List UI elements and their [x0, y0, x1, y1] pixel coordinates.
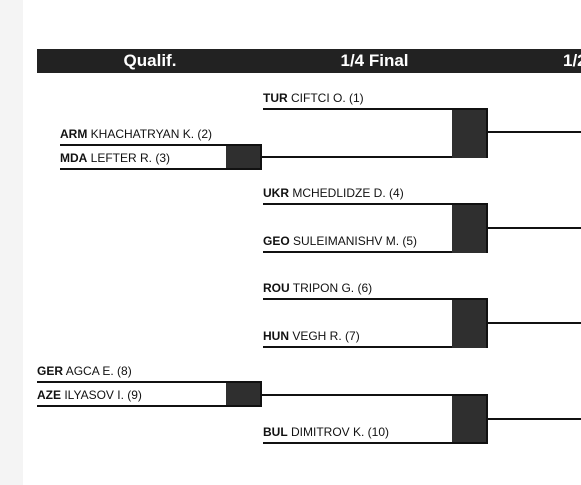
quarter-1-score-box	[452, 110, 488, 158]
quarter-1-top-entry: TUR CIFTCI O. (1)	[263, 86, 488, 110]
nation-code: BUL	[263, 425, 288, 439]
athlete-name: AGCA E. (8)	[65, 364, 132, 378]
quarter-4-bottom-entry: BUL DIMITROV K. (10)	[263, 420, 488, 444]
athlete-name: SULEIMANISHV M. (5)	[293, 234, 418, 248]
athlete-name: VEGH R. (7)	[292, 329, 360, 343]
athlete-name: MCHEDLIDZE D. (4)	[292, 186, 404, 200]
quarter-4-bracket-line	[486, 394, 488, 444]
qualif-2-top-entry: GER AGCA E. (8)	[37, 359, 262, 383]
nation-code: TUR	[263, 91, 288, 105]
quarter-2-bracket-line	[486, 203, 488, 253]
header-qualif: Qualif.	[123, 51, 177, 70]
qualif-1-connector	[260, 156, 264, 158]
athlete-name: DIMITROV K. (10)	[291, 425, 390, 439]
quarter-2-score-box	[452, 205, 488, 253]
quarter-1-advance-line	[488, 131, 581, 133]
quarter-2-advance-line	[488, 227, 581, 229]
quarter-3-top-entry: ROU TRIPON G. (6)	[263, 276, 488, 300]
nation-code: HUN	[263, 329, 289, 343]
quarter-4-top-line	[263, 394, 488, 396]
nation-code: AZE	[37, 388, 61, 402]
athlete-name: CIFTCI O. (1)	[291, 91, 364, 105]
qualif-1-top-entry: ARM KHACHATRYAN K. (2)	[60, 122, 262, 146]
qualif-2-score-box	[226, 383, 260, 405]
quarter-3-score-box	[452, 300, 488, 348]
nation-code: MDA	[60, 151, 88, 165]
nation-code: UKR	[263, 186, 289, 200]
athlete-name: ILYASOV I. (9)	[64, 388, 142, 402]
athlete-name: KHACHATRYAN K. (2)	[90, 127, 213, 141]
quarter-1-bottom-line	[263, 156, 488, 158]
nation-code: GER	[37, 364, 64, 378]
quarter-3-advance-line	[488, 322, 581, 324]
quarter-4-score-box	[452, 396, 488, 442]
nation-code: GEO	[263, 234, 290, 248]
qualif-1-score-box	[226, 146, 260, 168]
nation-code: ROU	[263, 281, 290, 295]
quarter-1-bracket-line	[486, 108, 488, 158]
qualif-2-bottom-entry: AZE ILYASOV I. (9)	[37, 383, 262, 407]
quarter-2-bottom-entry: GEO SULEIMANISHV M. (5)	[263, 229, 488, 253]
quarter-3-bottom-entry: HUN VEGH R. (7)	[263, 324, 488, 348]
quarter-3-bracket-line	[486, 298, 488, 348]
athlete-name: LEFTER R. (3)	[90, 151, 171, 165]
quarter-2-top-entry: UKR MCHEDLIDZE D. (4)	[263, 181, 488, 205]
left-margin-strip	[0, 0, 23, 485]
round-header-bar: Qualif. 1/4 Final 1/2	[37, 49, 581, 73]
header-semi-final: 1/2	[563, 51, 581, 70]
header-quarter-final: 1/4 Final	[340, 51, 409, 70]
nation-code: ARM	[60, 127, 88, 141]
quarter-4-advance-line	[488, 418, 581, 420]
qualif-2-connector	[260, 394, 264, 396]
athlete-name: TRIPON G. (6)	[292, 281, 373, 295]
quarter-1-top-line	[263, 108, 488, 110]
qualif-1-bottom-entry: MDA LEFTER R. (3)	[60, 146, 262, 170]
